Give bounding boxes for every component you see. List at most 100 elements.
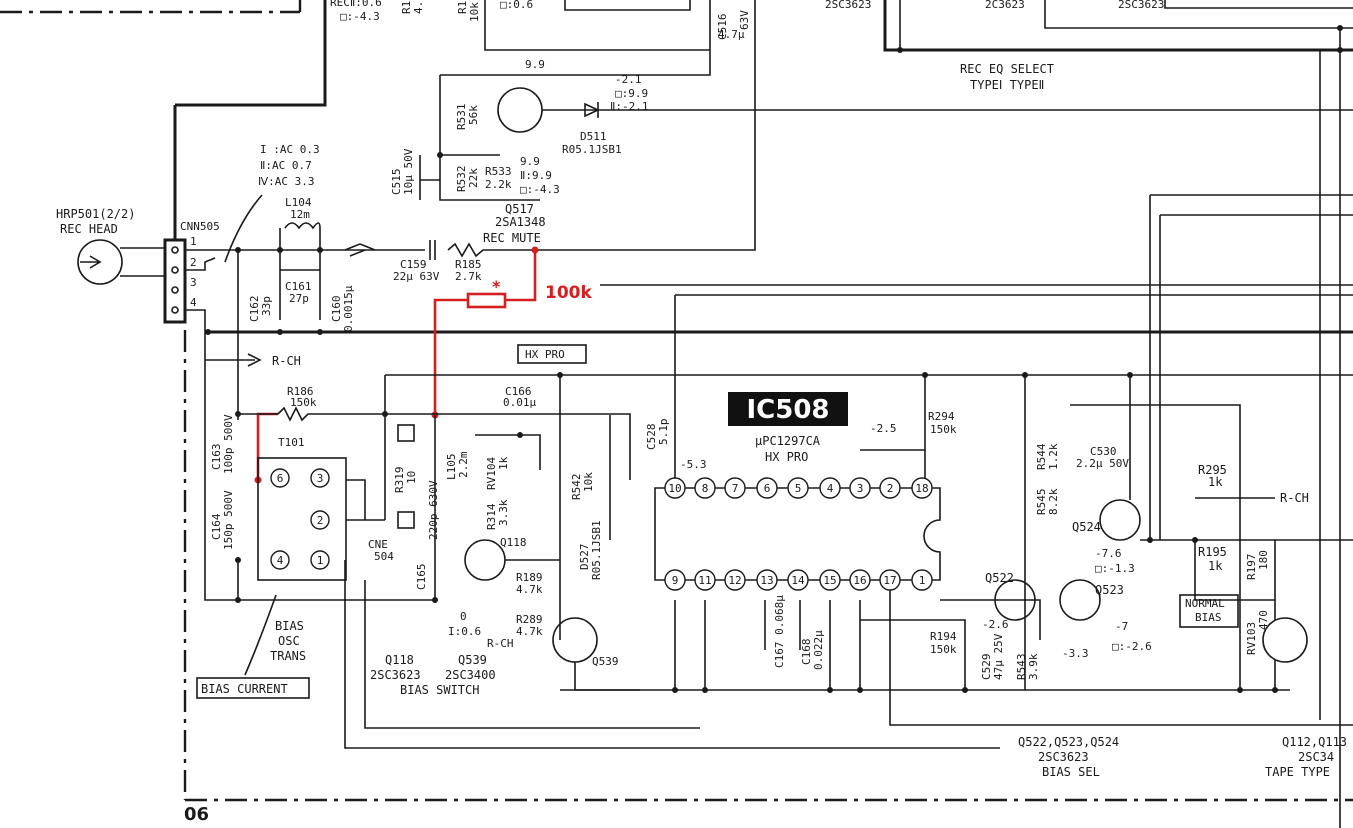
c529v: 47µ 25V bbox=[992, 633, 1005, 680]
r533v: 2.2k bbox=[485, 178, 512, 191]
ic-pin-17: 17 bbox=[883, 574, 896, 587]
ac3: Ⅳ:AC 3.3 bbox=[258, 175, 315, 188]
q-top1: 2SC3623 bbox=[825, 0, 871, 11]
bias-sel: BIAS SEL bbox=[1042, 765, 1100, 779]
ic-func: HX PRO bbox=[765, 450, 808, 464]
r544: R544 bbox=[1035, 443, 1048, 470]
ic-pin-circle-10 bbox=[664, 477, 686, 499]
bus-top-left bbox=[175, 0, 327, 107]
r533: R533 bbox=[485, 165, 512, 178]
r295: R295 bbox=[1198, 463, 1227, 477]
r319v: 10 bbox=[405, 471, 418, 484]
r543: R543 bbox=[1015, 654, 1028, 681]
rv103v: 470 bbox=[1257, 610, 1270, 630]
r189: R189 bbox=[516, 571, 543, 584]
c162: C162 bbox=[248, 296, 261, 323]
c159v: 22µ 63V bbox=[393, 270, 440, 283]
ic-pin-circle-3 bbox=[849, 477, 871, 499]
t101-pin-4: 4 bbox=[277, 554, 284, 567]
bias-osc1: BIAS bbox=[275, 619, 304, 633]
r186v: 150k bbox=[290, 396, 317, 409]
wire-top-section bbox=[440, 0, 711, 76]
c161v: 27p bbox=[289, 292, 309, 305]
c163v: 100p 500V bbox=[222, 414, 235, 474]
mod-star: * bbox=[492, 277, 501, 296]
v-n76: -7.6 bbox=[1095, 547, 1122, 560]
v-n26b: -2.6 bbox=[982, 618, 1009, 631]
v-99c: 9.9 bbox=[520, 155, 540, 168]
v-n26: □:-2.6 bbox=[1112, 640, 1152, 653]
c160v: 0.0015µ bbox=[342, 285, 355, 332]
ac2: Ⅱ:AC 0.7 bbox=[260, 159, 312, 172]
q524: Q524 bbox=[1072, 520, 1101, 534]
q517v: 2SA1348 bbox=[495, 215, 546, 229]
rv104v: 1k bbox=[497, 456, 510, 470]
c166v: 0.01µ bbox=[503, 396, 536, 409]
cne2: 504 bbox=[374, 550, 394, 563]
bias-switch: BIAS SWITCH bbox=[400, 683, 479, 697]
c162v: 33p bbox=[260, 296, 273, 316]
ic-pin-circle-15 bbox=[819, 569, 841, 591]
pin-4: 4 bbox=[190, 296, 197, 309]
ic-pin-circle-17 bbox=[879, 569, 901, 591]
q539b: Q539 bbox=[458, 653, 487, 667]
v-99d: Ⅱ:9.9 bbox=[520, 169, 552, 182]
ic508-body bbox=[654, 487, 941, 581]
c515: C515 bbox=[390, 169, 403, 196]
ic-pin-circle-5 bbox=[787, 477, 809, 499]
c528v: 5.1p bbox=[657, 419, 670, 446]
mod-wire-left bbox=[433, 298, 468, 415]
r185v: 2.7k bbox=[455, 270, 482, 283]
r195v: 1k bbox=[1208, 559, 1223, 573]
c530v: 2.2µ 50V bbox=[1076, 457, 1129, 470]
l104-coil bbox=[284, 222, 321, 230]
ic-pin-7: 7 bbox=[732, 482, 739, 495]
r294: R294 bbox=[928, 410, 955, 423]
q539v: 2SC3400 bbox=[445, 668, 496, 682]
rch1: R-CH bbox=[272, 354, 301, 368]
c161: C161 bbox=[285, 280, 312, 293]
r319: R319 bbox=[393, 467, 406, 494]
t101: T101 bbox=[278, 436, 305, 449]
rec-mute: REC MUTE bbox=[483, 231, 541, 245]
wire-q3 bbox=[1044, 0, 1353, 29]
c165: C165 bbox=[415, 564, 428, 591]
ic-pin-circle-14 bbox=[787, 569, 809, 591]
hx-pro-box bbox=[517, 344, 587, 364]
r531v: 56k bbox=[467, 105, 480, 125]
v-n25: -2.5 bbox=[870, 422, 897, 435]
pin-2: 2 bbox=[190, 256, 197, 269]
r545: R545 bbox=[1035, 489, 1048, 516]
q118v: 2SC3623 bbox=[370, 668, 421, 682]
ic-pin-13: 13 bbox=[760, 574, 773, 587]
r531: R531 bbox=[455, 104, 468, 131]
ic-pin-circle-9 bbox=[664, 569, 686, 591]
d511v: R05.1JSB1 bbox=[562, 143, 622, 156]
rec-head-arrow bbox=[80, 255, 102, 269]
r532v: 22k bbox=[467, 168, 480, 188]
ic-pin-circle-18 bbox=[911, 477, 933, 499]
ic-pin-1: 1 bbox=[919, 574, 926, 587]
vI06: I:0.6 bbox=[448, 625, 481, 638]
r542: R542 bbox=[570, 474, 583, 501]
pin-1: 1 bbox=[190, 235, 197, 248]
ic-pin-circle-8 bbox=[694, 477, 716, 499]
r289v: 4.7k bbox=[516, 625, 543, 638]
ic-pin-15: 15 bbox=[823, 574, 836, 587]
r-top2: R1 bbox=[456, 1, 469, 14]
q118: Q118 bbox=[500, 536, 527, 549]
c516: C516 bbox=[716, 14, 729, 41]
t101-pin-3: 3 bbox=[317, 472, 324, 485]
ic-pin-3: 3 bbox=[857, 482, 864, 495]
c168: C168 bbox=[800, 639, 813, 666]
mod-value-label: 100k bbox=[545, 283, 592, 303]
ic-pin-4: 4 bbox=[827, 482, 834, 495]
r314v: 3.3k bbox=[497, 499, 510, 526]
mod-wire-right bbox=[505, 250, 537, 302]
ic-pin-12: 12 bbox=[728, 574, 741, 587]
c530: C530 bbox=[1090, 445, 1117, 458]
rch2: R-CH bbox=[487, 637, 514, 650]
